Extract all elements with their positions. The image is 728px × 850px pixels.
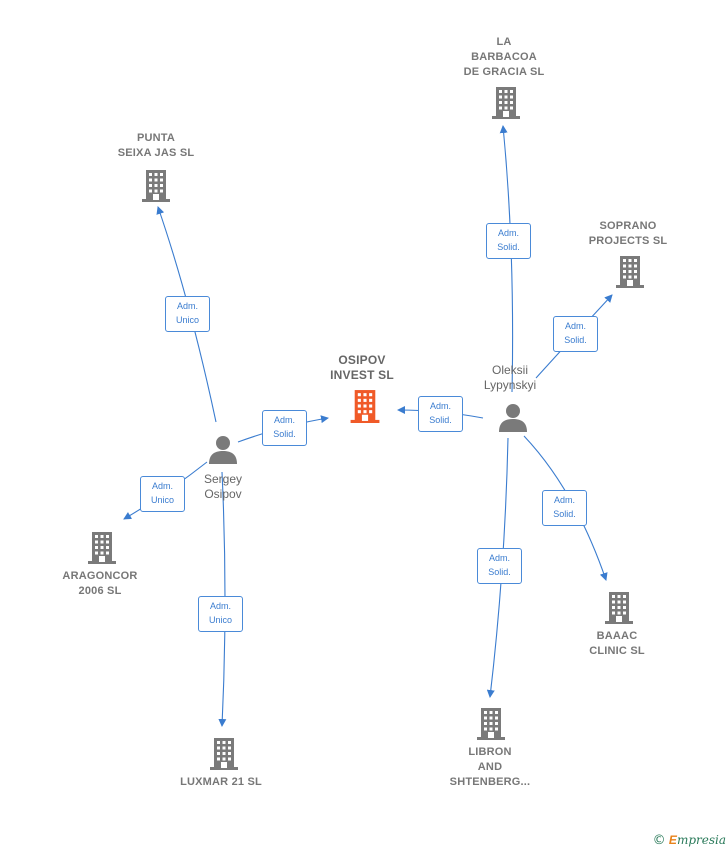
brand-initial: E — [668, 833, 677, 847]
relation-label-sergey-aragoncor[interactable]: Adm. Unico — [140, 476, 185, 512]
relation-label-oleksii-soprano[interactable]: Adm. Solid. — [553, 316, 598, 352]
brand-logo-text: mpresia — [676, 833, 726, 847]
copyright-symbol: © — [652, 833, 666, 848]
main-company-label[interactable]: OSIPOV INVEST SL — [330, 353, 394, 382]
company-label-soprano[interactable]: SOPRANO PROJECTS SL — [588, 220, 668, 247]
relation-label-oleksii-libron[interactable]: Adm. Solid. — [477, 548, 522, 584]
relation-label-oleksii-osipov[interactable]: Adm. Solid. — [418, 396, 463, 432]
building-icon-barbacoa[interactable] — [492, 87, 520, 119]
person-label-oleksii[interactable]: Oleksii Lypynskyi — [483, 363, 537, 392]
relation-label-oleksii-barbacoa[interactable]: Adm. Solid. — [486, 223, 531, 259]
building-icon-soprano[interactable] — [616, 256, 644, 288]
company-label-aragoncor[interactable]: ARAGONCOR 2006 SL — [62, 570, 138, 597]
edge-oleksii-barbacoa — [499, 125, 514, 393]
person-label-sergey[interactable]: Sergey Osipov — [203, 472, 243, 501]
company-label-luxmar[interactable]: LUXMAR 21 SL — [180, 776, 262, 788]
company-label-baaac[interactable]: BAAAC CLINIC SL — [589, 630, 645, 657]
relation-label-oleksii-baaac[interactable]: Adm. Solid. — [542, 490, 587, 526]
person-icon-oleksii[interactable] — [499, 404, 527, 432]
building-icon-aragoncor[interactable] — [88, 532, 116, 564]
building-icon-luxmar[interactable] — [210, 738, 238, 770]
building-icon-libron[interactable] — [477, 708, 505, 740]
relation-label-sergey-luxmar[interactable]: Adm. Unico — [198, 596, 243, 632]
building-icon-baaac[interactable] — [605, 592, 633, 624]
relation-label-sergey-osipov[interactable]: Adm. Solid. — [262, 410, 307, 446]
company-label-barbacoa[interactable]: LA BARBACOA DE GRACIA SL — [463, 36, 545, 78]
relation-label-sergey-punta[interactable]: Adm. Unico — [165, 296, 210, 332]
building-icon-punta[interactable] — [142, 170, 170, 202]
building-icon-osipov-main[interactable] — [350, 390, 380, 423]
company-label-punta[interactable]: PUNTA SEIXA JAS SL — [117, 132, 195, 159]
company-label-libron[interactable]: LIBRON AND SHTENBERG... — [449, 746, 531, 788]
footer-brand: © Empresia — [653, 833, 726, 848]
person-icon-sergey[interactable] — [209, 436, 237, 464]
